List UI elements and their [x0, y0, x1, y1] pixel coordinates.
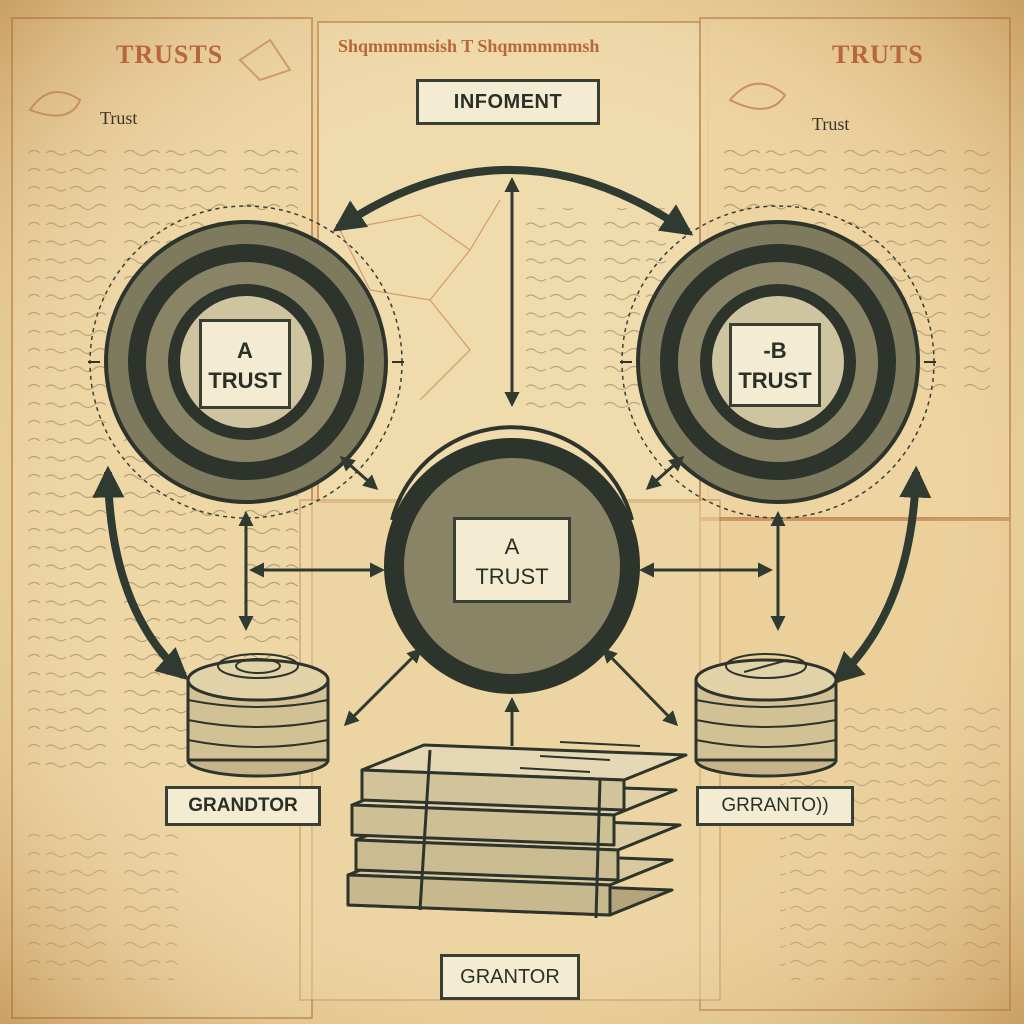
coin-stack-icon [186, 653, 330, 778]
trust-a-label: A TRUST [199, 319, 291, 409]
trust-b-line2: TRUST [738, 368, 812, 393]
double-arrow-icon [645, 456, 685, 490]
left-document-subtitle: Trust [100, 108, 138, 128]
right-document-subtitle: Trust [812, 114, 850, 134]
center-document-title: Shqmmmmsish T Shqmmmmmsh [338, 36, 600, 56]
diagram-title-label: INFOMENT [416, 79, 600, 125]
curved-arrow-icon [332, 166, 694, 236]
trust-center-line1: A [504, 534, 520, 559]
diagram-arrows [92, 166, 932, 746]
right-document-title: TRUTS [832, 40, 924, 69]
grantor-right-label: GRRANTO)) [696, 786, 854, 826]
trust-center-label: A TRUST [453, 517, 571, 603]
document-stack-icon [346, 741, 688, 919]
curved-arrow-icon [92, 465, 189, 681]
left-document-title: TRUSTS [116, 40, 224, 69]
trust-b-line1: -B [763, 338, 787, 363]
trust-a-line1: A [237, 338, 253, 363]
double-arrow-icon [601, 647, 679, 727]
grantor-left-label: GRANDTOR [165, 786, 321, 826]
double-arrow-icon [339, 456, 379, 490]
curved-arrow-icon [831, 465, 932, 685]
trust-b-label: -B TRUST [729, 323, 821, 407]
coin-stack-icon [694, 653, 838, 778]
trust-center-line2: TRUST [475, 564, 549, 589]
double-arrow-icon [343, 647, 423, 727]
trust-a-line2: TRUST [208, 368, 282, 393]
grantor-bottom-label: GRANTOR [440, 954, 580, 1000]
